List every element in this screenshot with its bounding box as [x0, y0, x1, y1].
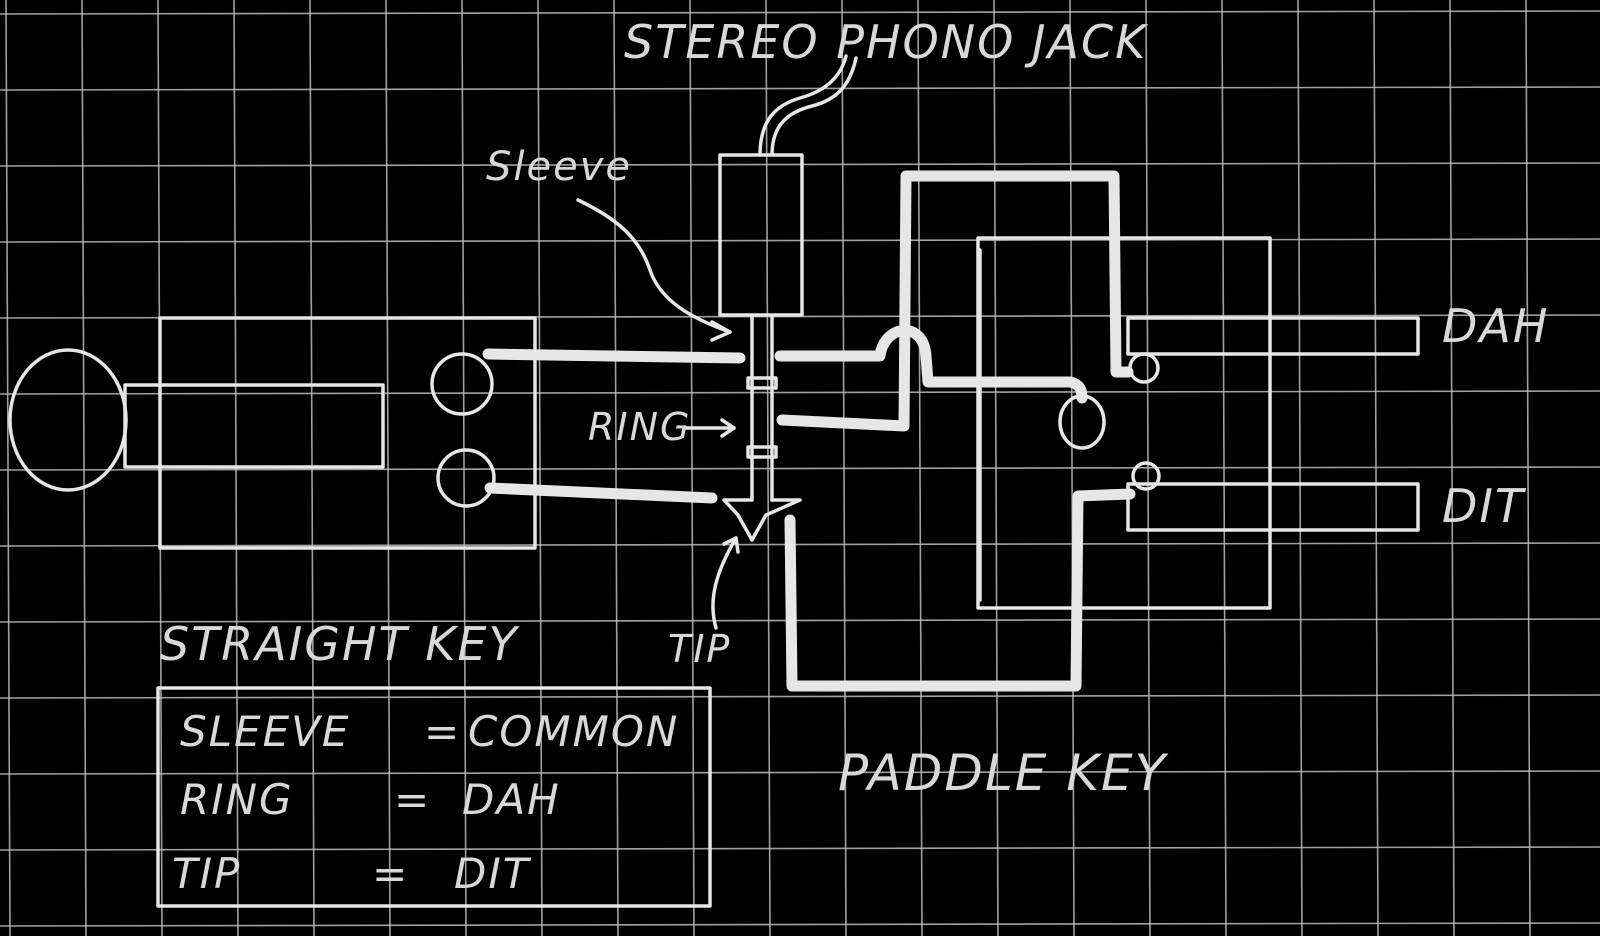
legend-box: [156, 686, 712, 908]
grid-line-horizontal: [0, 162, 1600, 167]
tip-pointer-head: [722, 536, 740, 554]
grid-line-vertical: [537, 0, 543, 936]
legend-equals: =: [372, 849, 409, 898]
jack-cable-2: [770, 56, 858, 157]
grid-line-horizontal: [0, 390, 1600, 395]
dah-contact-arm: [1126, 316, 1420, 356]
sleeve-label: Sleeve: [486, 144, 632, 190]
grid-line-horizontal: [0, 694, 1600, 699]
paddle-key: [976, 236, 1420, 610]
paddle-key-body: [976, 236, 1272, 610]
legend-equals: =: [424, 707, 461, 756]
tip-pointer: [711, 536, 738, 630]
straight-key-terminal-top: [430, 352, 494, 416]
legend-key: TIP: [172, 849, 241, 898]
straight-key: [8, 316, 537, 550]
dit-contact-arm: [1126, 482, 1420, 532]
legend-value: COMMON: [468, 707, 679, 756]
grid-line-horizontal: [0, 846, 1600, 851]
straight-key-label: STRAIGHT KEY: [160, 617, 520, 671]
straight-key-terminal-bottom: [436, 448, 496, 508]
jack-insulator-2: [746, 445, 778, 459]
grid-line-horizontal: [0, 10, 1600, 15]
legend-row: RING = DAH: [180, 775, 561, 824]
legend-value: DIT: [454, 849, 532, 898]
dah-label: DAH: [1442, 299, 1549, 353]
grid-line-horizontal: [0, 770, 1600, 775]
ring-label: RING: [588, 405, 691, 449]
legend-equals: =: [394, 775, 431, 824]
legend: SLEEVE = COMMON RING = DAH TIP = DIT: [156, 686, 712, 908]
tip-label: TIP: [668, 627, 731, 671]
wire-tip-dit: [784, 488, 1136, 692]
legend-value: DAH: [462, 775, 561, 824]
wire-straight-sleeve: [482, 348, 746, 364]
grid-line-horizontal: [0, 618, 1600, 623]
phono-jack: [718, 54, 858, 542]
straight-key-knob: [8, 348, 128, 492]
grid-line-vertical: [613, 0, 619, 936]
grid-line-vertical: [461, 0, 467, 936]
dah-terminal: [1128, 352, 1160, 384]
jack-title-label: STEREO PHONO JACK: [624, 15, 1149, 69]
grid-line-vertical: [5, 0, 11, 936]
dit-label: DIT: [1442, 479, 1527, 533]
jack-tip: [722, 498, 802, 542]
sleeve-pointer: [576, 198, 732, 334]
straight-key-lever: [123, 383, 385, 469]
ring-pointer-head: [720, 418, 736, 438]
jack-sleeve-body: [718, 153, 804, 317]
grid-line-horizontal: [0, 238, 1600, 243]
jack-insulator-1: [746, 376, 778, 390]
wire-straight-tip: [484, 482, 718, 504]
paddle-common-terminal: [1058, 394, 1106, 450]
dit-terminal: [1131, 461, 1161, 491]
legend-key: RING: [180, 775, 294, 824]
jack-cable: [758, 54, 848, 157]
grid-line-horizontal: [0, 86, 1600, 91]
legend-key: SLEEVE: [180, 707, 350, 756]
straight-key-base: [158, 316, 537, 550]
paddle-key-label: PADDLE KEY: [838, 744, 1169, 802]
grid-line-horizontal: [0, 542, 1600, 547]
grid-line-vertical: [1525, 0, 1531, 936]
legend-row: TIP = DIT: [172, 849, 532, 898]
wire-ring-dah: [776, 170, 1134, 432]
grid-line-horizontal: [0, 466, 1600, 471]
grid-line-horizontal: [0, 922, 1600, 927]
grid-line-vertical: [385, 0, 391, 936]
wires: [482, 170, 1136, 692]
sleeve-pointer-head: [710, 320, 732, 342]
wire-sleeve-common: [774, 325, 1088, 404]
legend-row: SLEEVE = COMMON: [180, 707, 679, 756]
pointers: [576, 198, 740, 630]
grid-line-vertical: [81, 0, 87, 936]
